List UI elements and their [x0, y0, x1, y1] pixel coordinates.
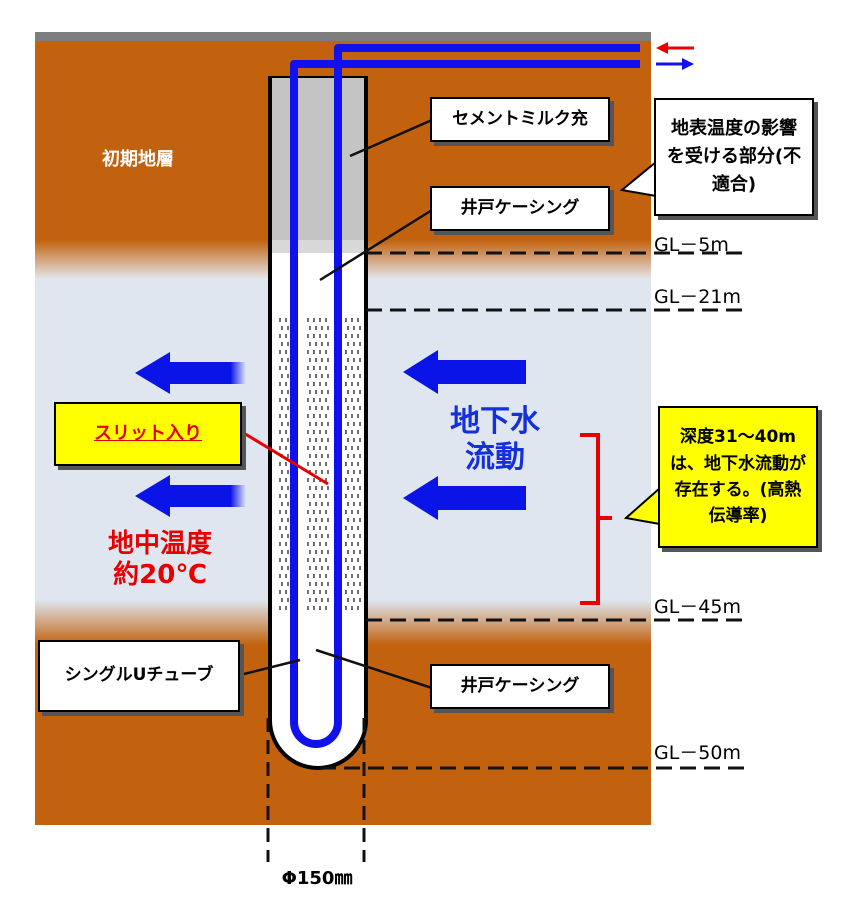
groundwater-arrow-right-lower: [403, 476, 526, 520]
depth-label-gl-50: GL－50m: [654, 742, 741, 764]
cement-fade: [272, 240, 364, 262]
slit-label: スリット入り: [54, 402, 242, 466]
flow-in-arrow: [656, 58, 694, 70]
ground-temperature-line1: 地中温度: [107, 528, 212, 559]
depth-label-gl-5: GL－5m: [654, 234, 729, 256]
cement-milk-label: セメントミルク充: [430, 97, 610, 142]
groundwater-arrow-left-upper: [135, 352, 246, 394]
leader-lines: [239, 118, 433, 690]
ground-temperature-line2: 約20℃: [113, 560, 207, 590]
depth-range-note: 深度31～40mは、地下水流動が存在する。(高熱伝導率): [658, 406, 818, 548]
groundwater-arrow-left-lower: [135, 475, 246, 517]
depth-range-bracket: [580, 433, 612, 605]
single-u-tube-label: シングルUチューブ: [38, 640, 240, 712]
ground-surface-line: [35, 32, 651, 41]
cement-milk-fill: [272, 78, 364, 253]
groundwater-flow-label: 地下水 流動: [425, 398, 565, 482]
flow-out-arrow: [656, 42, 694, 54]
slit-marks: [279, 318, 361, 610]
groundwater-flow-line1: 地下水: [450, 404, 540, 439]
groundwater-flow-line2: 流動: [465, 440, 525, 475]
depth-label-gl-21: GL－21m: [654, 286, 741, 308]
ground-temperature-label: 地中温度 約20℃: [80, 524, 240, 596]
diameter-dimension: [266, 718, 366, 862]
u-tube-pipe: [290, 44, 640, 748]
casing-bottom-label: 井戸ケーシング: [430, 664, 610, 709]
casing-top-label: 井戸ケーシング: [430, 186, 610, 231]
initial-layer-label: 初期地層: [102, 149, 174, 170]
slit-leader-line: [241, 430, 329, 486]
diameter-label: Φ150㎜: [281, 868, 353, 889]
surface-influence-note: 地表温度の影響を受ける部分(不適合): [654, 98, 814, 216]
depth-lines: [320, 251, 745, 770]
depth-label-gl-45: GL－45m: [654, 596, 741, 618]
groundwater-arrow-right-upper: [403, 350, 526, 394]
